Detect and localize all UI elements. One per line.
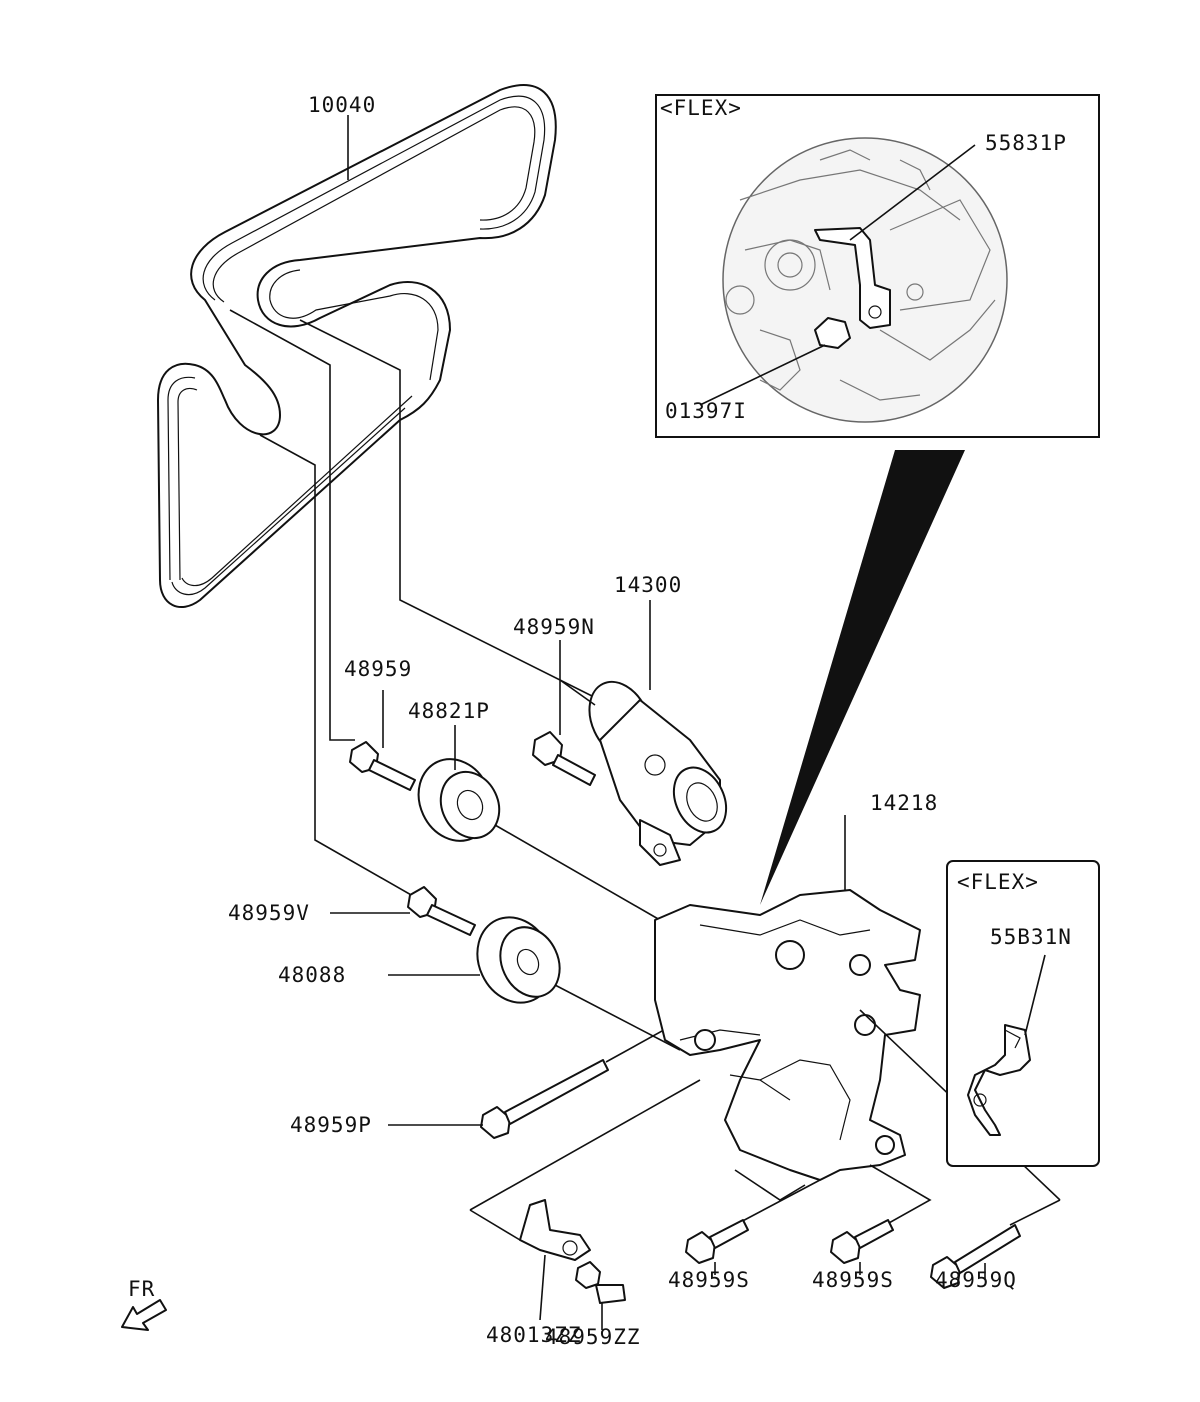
belt-leader-lines xyxy=(229,115,601,901)
upper-idler-pulley xyxy=(417,725,661,921)
label-bracket: 14218 xyxy=(870,791,938,815)
long-bolt xyxy=(388,1009,701,1139)
serpentine-belt xyxy=(157,84,557,609)
label-long-bolt: 48959P xyxy=(290,1113,372,1137)
label-small-bracket-bolt: 48959ZZ xyxy=(545,1325,641,1349)
label-inset-top-lower: 01397I xyxy=(665,399,747,423)
bolt-s-left xyxy=(685,1219,749,1275)
lower-idler-bolt xyxy=(330,886,476,936)
label-upper-idler-bolt: 48959 xyxy=(344,657,412,681)
label-inset-top-upper: 55831P xyxy=(985,131,1067,155)
label-bolt-s-right: 48959S xyxy=(812,1268,894,1292)
mounting-bracket xyxy=(654,815,921,1181)
label-tensioner-bolt: 48959N xyxy=(513,615,595,639)
label-bolt-q: 48959Q xyxy=(935,1268,1017,1292)
label-inset-right-part: 55B31N xyxy=(990,925,1072,949)
bolt-q xyxy=(930,1224,1021,1289)
front-direction-arrow xyxy=(121,1299,167,1331)
inset-right-title: <FLEX> xyxy=(957,870,1039,894)
label-tensioner: 14300 xyxy=(614,573,682,597)
label-upper-idler-pulley: 48821P xyxy=(408,699,490,723)
label-small-bracket: 48013ZZ xyxy=(486,1323,582,1347)
bolt-s-right xyxy=(830,1219,894,1275)
small-bracket xyxy=(519,1199,591,1321)
label-front: FR xyxy=(128,1277,155,1301)
inset-right xyxy=(946,860,1100,1167)
label-lower-idler-pulley: 48088 xyxy=(278,963,346,987)
label-lower-idler-bolt: 48959V xyxy=(228,901,310,925)
upper-idler-bolt xyxy=(349,690,416,791)
inset-pointer xyxy=(760,450,965,905)
label-belt: 10040 xyxy=(308,93,376,117)
lower-idler-pulley xyxy=(388,916,681,1051)
small-bracket-bolt xyxy=(575,1261,626,1330)
tensioner-assembly xyxy=(588,600,728,866)
inset-top xyxy=(655,94,1100,438)
inset-top-title: <FLEX> xyxy=(660,96,742,120)
label-bolt-s-left: 48959S xyxy=(668,1268,750,1292)
tensioner-bolt xyxy=(532,640,596,786)
